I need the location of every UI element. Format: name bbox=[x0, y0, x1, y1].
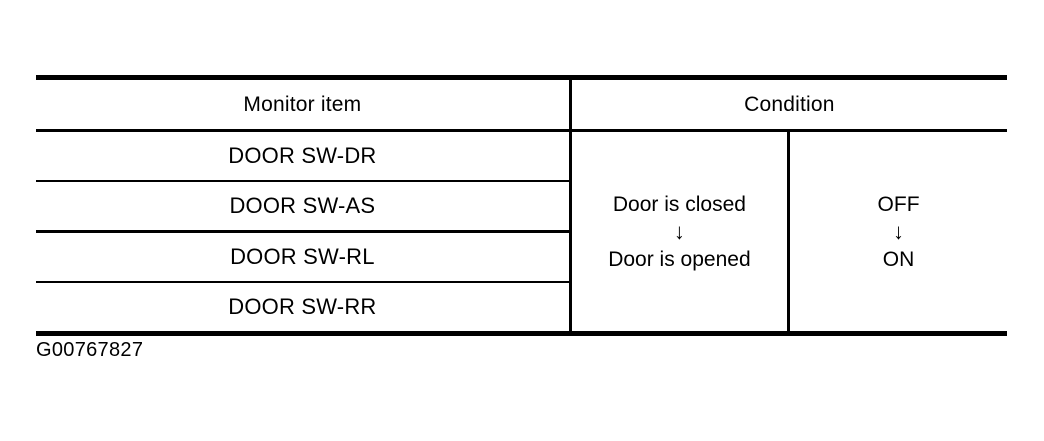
condition-state-cell: Door is closed ↓ Door is opened bbox=[568, 130, 789, 336]
signal-value-from: OFF bbox=[877, 192, 920, 216]
table-row: DOOR SW-RL bbox=[36, 231, 1007, 283]
condition-state-from: Door is closed bbox=[612, 192, 746, 216]
table-row: DOOR SW-AS bbox=[36, 181, 1007, 233]
table-header-row: Monitor item Condition bbox=[36, 75, 1007, 132]
column-header-condition: Condition bbox=[568, 75, 1007, 132]
table-row: DOOR SW-DR Door is closed ↓ Door is open… bbox=[36, 130, 1007, 336]
signal-value-cell: OFF ↓ ON bbox=[787, 130, 1007, 336]
down-arrow-icon: ↓ bbox=[673, 218, 685, 244]
condition-state-to: Door is opened bbox=[608, 247, 751, 271]
table-row: DOOR SW-RR bbox=[36, 282, 1007, 336]
down-arrow-icon: ↓ bbox=[893, 218, 905, 244]
monitor-condition-table: Monitor item Condition DOOR SW-DR Door i… bbox=[36, 75, 1007, 336]
figure-caption: G00767827 bbox=[36, 339, 144, 361]
signal-value-to: ON bbox=[882, 247, 915, 271]
condition-state-stack: Door is closed ↓ Door is opened bbox=[572, 194, 787, 270]
column-header-monitor-item: Monitor item bbox=[36, 75, 571, 132]
monitor-item-door-sw-rr: DOOR SW-RR bbox=[36, 282, 571, 336]
monitor-item-door-sw-rl: DOOR SW-RL bbox=[36, 231, 571, 283]
monitor-item-door-sw-dr: DOOR SW-DR bbox=[36, 130, 571, 182]
monitor-item-door-sw-as: DOOR SW-AS bbox=[36, 181, 571, 233]
signal-value-stack: OFF ↓ ON bbox=[790, 194, 1007, 270]
